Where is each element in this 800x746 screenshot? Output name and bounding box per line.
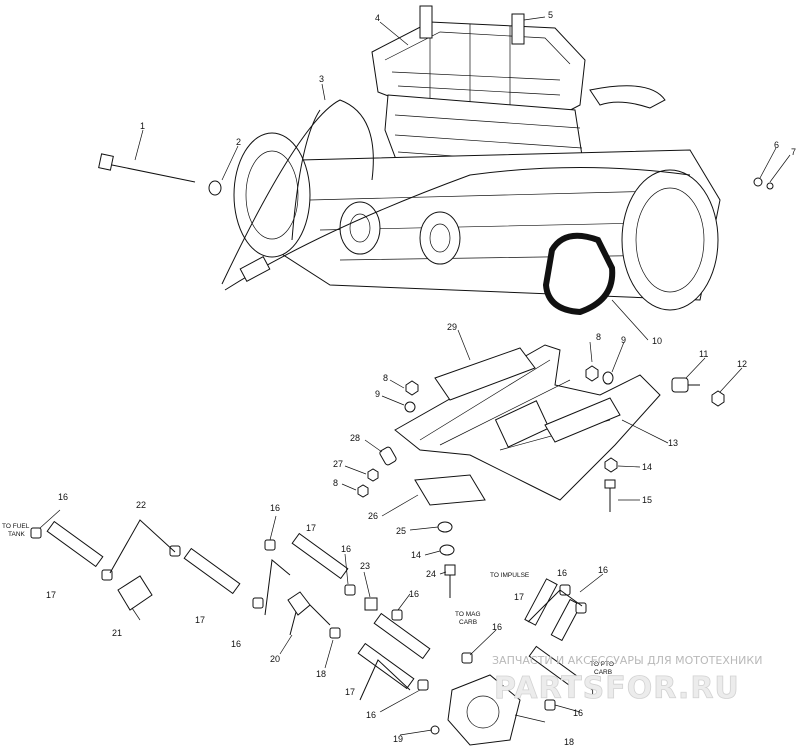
callout-8: 8 (596, 332, 601, 342)
callout-17: 17 (195, 615, 205, 625)
watermark-logo: PARTSFOR.RU (494, 671, 740, 706)
callout-12: 12 (737, 359, 747, 369)
callout-labels: 1 2 3 4 5 6 7 10 29 8 9 11 12 8 9 28 27 … (46, 10, 796, 746)
callout-1: 1 (140, 121, 145, 131)
callout-18: 18 (564, 737, 574, 746)
callout-16: 16 (231, 639, 241, 649)
callout-16: 16 (492, 622, 502, 632)
callout-19: 19 (393, 734, 403, 744)
callout-26: 26 (368, 511, 378, 521)
callout-8: 8 (333, 478, 338, 488)
callout-28: 28 (350, 433, 360, 443)
bolt-1 (98, 153, 196, 183)
note-to-pto-carb: TO PTO (590, 661, 614, 668)
note-to-pto-carb: CARB (594, 669, 612, 676)
callout-17: 17 (345, 687, 355, 697)
callout-22: 22 (136, 500, 146, 510)
callout-16: 16 (573, 708, 583, 718)
note-to-impulse: TO IMPULSE (490, 572, 530, 579)
callout-16: 16 (341, 544, 351, 554)
callout-15: 15 (642, 495, 652, 505)
callout-8: 8 (383, 373, 388, 383)
callout-29: 29 (447, 322, 457, 332)
callout-21: 21 (112, 628, 122, 638)
note-to-fuel-tank: TANK (8, 531, 26, 538)
washer-2 (208, 180, 222, 196)
callout-16: 16 (58, 492, 68, 502)
callout-10: 10 (652, 336, 662, 346)
callout-16: 16 (598, 565, 608, 575)
callout-14: 14 (411, 550, 421, 560)
callout-16: 16 (409, 589, 419, 599)
callout-17: 17 (46, 590, 56, 600)
callout-16: 16 (366, 710, 376, 720)
callout-24: 24 (426, 569, 436, 579)
hardware (357, 365, 725, 598)
nut-washer-6-7 (753, 177, 774, 190)
callout-4: 4 (375, 13, 380, 23)
callout-25: 25 (396, 526, 406, 536)
callout-17: 17 (306, 523, 316, 533)
fuel-line-group (30, 519, 587, 746)
note-to-mag-carb: CARB (459, 619, 477, 626)
callout-9: 9 (621, 335, 626, 345)
callout-16: 16 (557, 568, 567, 578)
callout-11: 11 (699, 349, 708, 359)
callout-2: 2 (236, 137, 241, 147)
callout-17: 17 (590, 687, 600, 697)
callout-16: 16 (270, 503, 280, 513)
engine-assembly (221, 5, 721, 316)
note-to-fuel-tank: TO FUEL (2, 523, 30, 530)
callout-6: 6 (774, 140, 779, 150)
callout-9: 9 (375, 389, 380, 399)
callout-14: 14 (642, 462, 652, 472)
callout-27: 27 (333, 459, 343, 469)
watermark: ЗАПЧАСТИ И АКСЕССУАРЫ ДЛЯ МОТОТЕХНИКИ PA… (492, 654, 762, 706)
callout-23: 23 (360, 561, 370, 571)
callout-7: 7 (791, 147, 796, 157)
leader-lines (39, 16, 791, 736)
note-to-mag-carb: TO MAG (455, 611, 481, 618)
callout-3: 3 (319, 74, 324, 84)
engine-mount-plate (394, 344, 661, 501)
callout-17: 17 (514, 592, 524, 602)
callout-5: 5 (548, 10, 553, 20)
watermark-tagline: ЗАПЧАСТИ И АКСЕССУАРЫ ДЛЯ МОТОТЕХНИКИ (492, 654, 762, 667)
callout-18: 18 (316, 669, 326, 679)
callout-13: 13 (668, 438, 678, 448)
routing-notes: TO FUEL TANK TO IMPULSE TO MAG CARB TO P… (2, 523, 614, 676)
callout-20: 20 (270, 654, 280, 664)
